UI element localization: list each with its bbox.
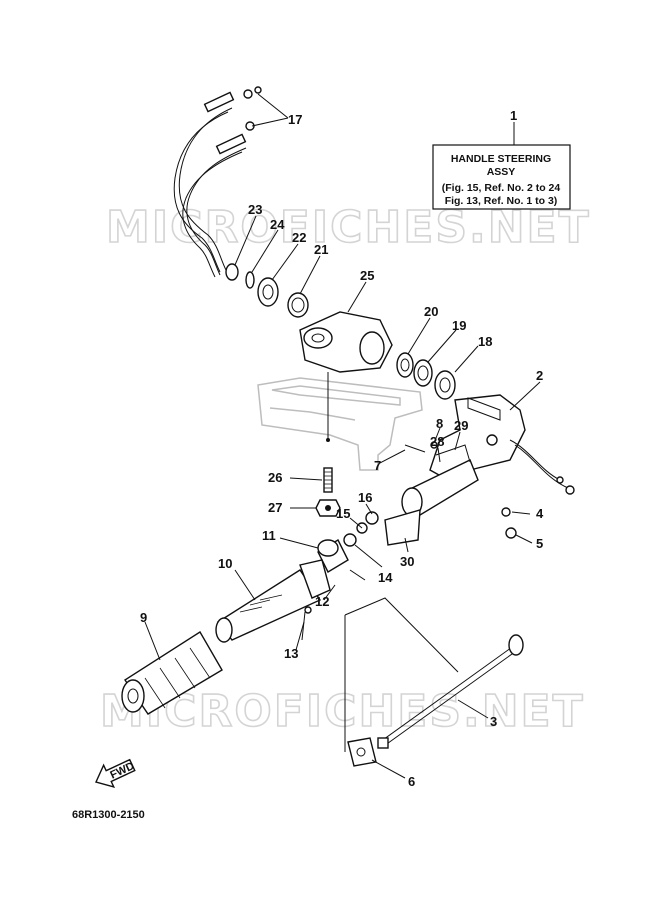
callout-labels: 1 2 3 4 5 6 7 8 9 10 11 12 13 14 15 16 1…: [140, 108, 544, 789]
callout-3: 3: [490, 714, 497, 729]
callout-1: 1: [510, 108, 517, 123]
callout-5: 5: [536, 536, 543, 551]
callout-23-24: 24: [270, 217, 285, 232]
callout-6: 6: [408, 774, 415, 789]
callout-4: 4: [536, 506, 544, 521]
assembly-ref-line-1: (Fig. 15, Ref. No. 2 to 24: [442, 182, 561, 194]
handle-grip: [121, 631, 223, 715]
steering-handle-housing: [299, 311, 393, 442]
callout-21: 21: [314, 242, 328, 257]
throttle-shaft: [215, 559, 331, 643]
throttle-collar: [317, 539, 349, 573]
callout-15: 15: [336, 506, 350, 521]
throttle-cable-assembly: [173, 86, 262, 278]
watermark-top: MICROFICHES.NET: [106, 202, 591, 253]
callout-16: 16: [358, 490, 372, 505]
assembly-title: HANDLE STEERING: [451, 153, 551, 165]
assembly-subtitle: ASSY: [487, 166, 516, 178]
callout-29: 29: [454, 418, 468, 433]
callout-10: 10: [218, 556, 232, 571]
throttle-rod: [377, 634, 524, 749]
friction-sleeve-assembly: [384, 444, 479, 546]
callout-28: 28: [430, 434, 444, 449]
leader-lines: [144, 93, 541, 779]
diagram-code: 68R1300-2150: [72, 809, 145, 821]
callout-27: 27: [268, 500, 282, 515]
steering-bracket: [429, 394, 575, 495]
mounting-bracket-outline: [257, 377, 423, 471]
callout-30: 30: [400, 554, 414, 569]
assembly-ref-line-2: Fig. 13, Ref. No. 1 to 3): [445, 195, 558, 207]
fwd-label: FWD: [108, 760, 136, 781]
callout-18: 18: [478, 334, 492, 349]
assembly-link-lines: [344, 597, 459, 752]
callout-12: 12: [315, 594, 329, 609]
callout-19: 19: [452, 318, 466, 333]
callout-14: 14: [378, 570, 393, 585]
cable-grommet-parts: [225, 263, 309, 318]
callout-9: 9: [140, 610, 147, 625]
callout-23: 23: [248, 202, 262, 217]
callout-11: 11: [262, 528, 276, 543]
assembly-reference-box: HANDLE STEERING ASSY (Fig. 15, Ref. No. …: [432, 144, 571, 210]
callout-20: 20: [424, 304, 438, 319]
washer-set: [396, 352, 456, 400]
callout-8: 8: [436, 416, 443, 431]
throttle-screws: [301, 569, 366, 641]
callout-13: 13: [284, 646, 298, 661]
callout-22: 22: [292, 230, 306, 245]
callout-7: 7: [374, 458, 381, 473]
forward-direction-arrow: FWD: [95, 758, 136, 789]
callout-25: 25: [360, 268, 374, 283]
callout-17: 17: [288, 112, 302, 127]
throttle-block: [347, 737, 377, 767]
callout-26: 26: [268, 470, 282, 485]
callout-2: 2: [536, 368, 543, 383]
